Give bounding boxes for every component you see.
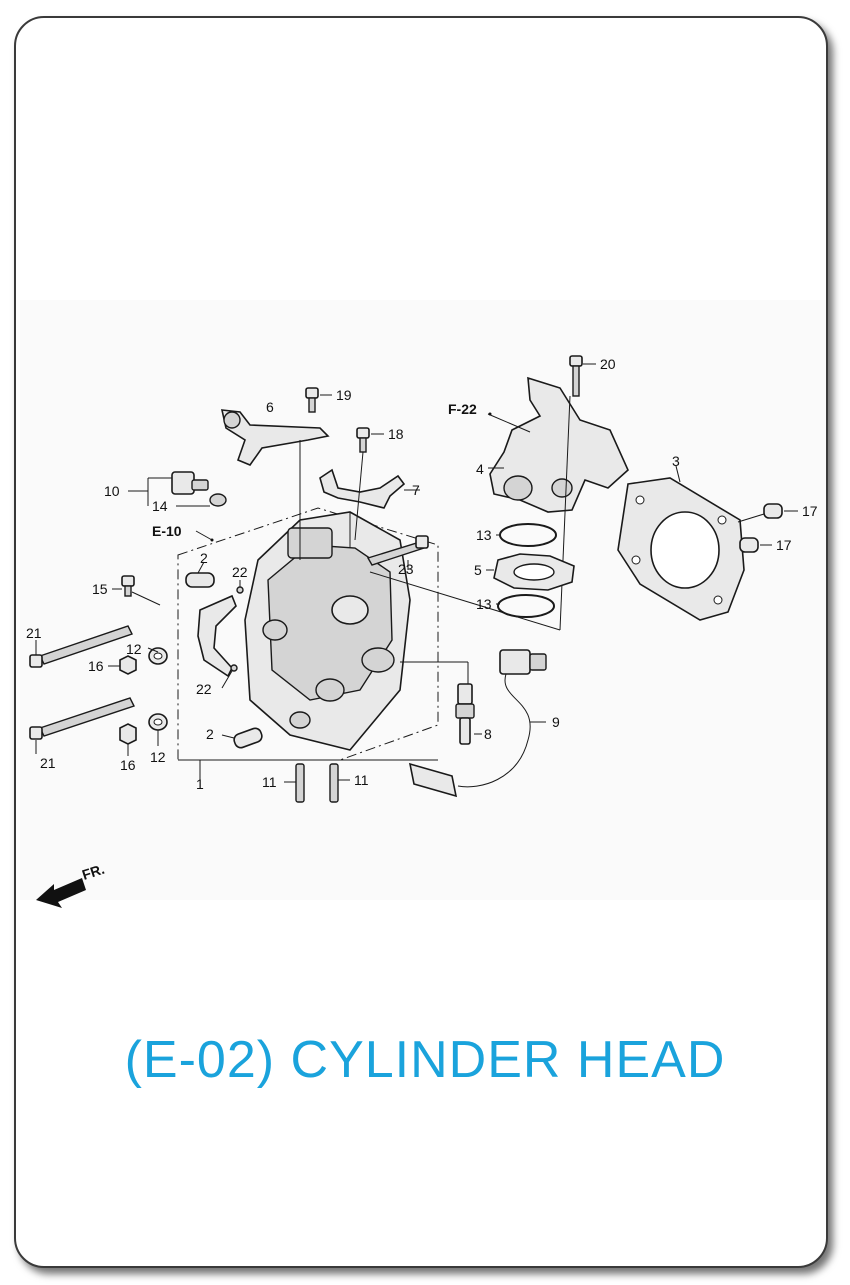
callout-1: 1 [196, 776, 204, 792]
callout-2-top: 2 [200, 550, 208, 566]
callout-16-lower: 16 [120, 757, 136, 773]
bolt-18 [354, 427, 384, 541]
callout-19: 19 [336, 387, 352, 403]
callout-12-upper: 12 [126, 641, 142, 657]
ref-f22-label: F-22 [448, 401, 477, 417]
callout-5: 5 [474, 562, 482, 578]
guide-bolt-15 [112, 575, 161, 606]
callout-13-lower: 13 [476, 596, 492, 612]
bolt-23 [366, 535, 429, 570]
callout-16-upper: 16 [88, 658, 104, 674]
callout-21-lower: 21 [40, 755, 56, 771]
insulator-flange-5 [486, 553, 575, 591]
callout-6: 6 [266, 399, 274, 415]
callout-22-upper: 22 [232, 564, 248, 580]
cylinder-head [244, 511, 411, 751]
callout-11-right: 11 [354, 772, 369, 788]
front-direction-arrow: FR. [36, 861, 106, 908]
washer-12-upper [147, 647, 168, 665]
spark-plug [400, 661, 482, 745]
nut-16-upper [108, 655, 137, 675]
callout-2-bottom: 2 [206, 726, 214, 742]
dowel-pin-bottom [221, 727, 263, 749]
callout-3: 3 [672, 453, 680, 469]
ref-e10-label: E-10 [152, 523, 182, 539]
dowel-pin-top [185, 561, 215, 588]
ref-e10: E-10 [152, 523, 214, 542]
dowel-17-lower [739, 537, 772, 553]
pin-22-upper [236, 580, 244, 594]
stud-bolt-21-upper [29, 625, 133, 668]
o-ring-13-upper [496, 523, 557, 547]
dowel-17-upper [737, 503, 798, 523]
callout-4: 4 [476, 461, 484, 477]
callout-18: 18 [388, 426, 404, 442]
callout-20: 20 [600, 356, 616, 372]
bolt-19 [305, 387, 332, 413]
cam-chain-guide [197, 594, 237, 678]
temperature-sensor [128, 471, 227, 507]
callout-labels: 1 2 2 3 4 5 6 7 8 9 10 11 11 12 12 13 13… [26, 356, 818, 792]
o-ring-13-lower [496, 594, 555, 618]
assembly-outline [177, 507, 439, 780]
callout-17-lower: 17 [776, 537, 792, 553]
wire-clamp [319, 468, 420, 509]
insulator-bracket [488, 376, 629, 631]
callout-14: 14 [152, 498, 168, 514]
callout-13-upper: 13 [476, 527, 492, 543]
callout-17-upper: 17 [802, 503, 818, 519]
ref-f22: F-22 [448, 401, 531, 433]
callout-8: 8 [484, 726, 492, 742]
callout-7: 7 [412, 482, 420, 498]
callout-23: 23 [398, 561, 414, 577]
oxygen-sensor [408, 649, 547, 798]
washer-12-lower [148, 713, 168, 746]
pin-22-lower [221, 664, 238, 689]
page-title: (E-02) CYLINDER HEAD [124, 1031, 726, 1089]
callout-9: 9 [552, 714, 560, 730]
nut-16-lower [119, 723, 137, 756]
callout-21-upper: 21 [26, 625, 42, 641]
callout-22-lower: 22 [196, 681, 212, 697]
stud-bolt-21-lower [29, 697, 135, 754]
callout-15: 15 [92, 581, 108, 597]
callout-11-left: 11 [262, 774, 277, 790]
stud-11-right [329, 763, 350, 803]
callout-12-lower: 12 [150, 749, 166, 765]
head-gasket [617, 465, 745, 621]
engine-hanger-bracket [220, 409, 330, 520]
bolt-20 [569, 355, 596, 397]
stud-11-left [284, 763, 305, 803]
front-label: FR. [80, 861, 106, 883]
callout-10: 10 [104, 483, 120, 499]
